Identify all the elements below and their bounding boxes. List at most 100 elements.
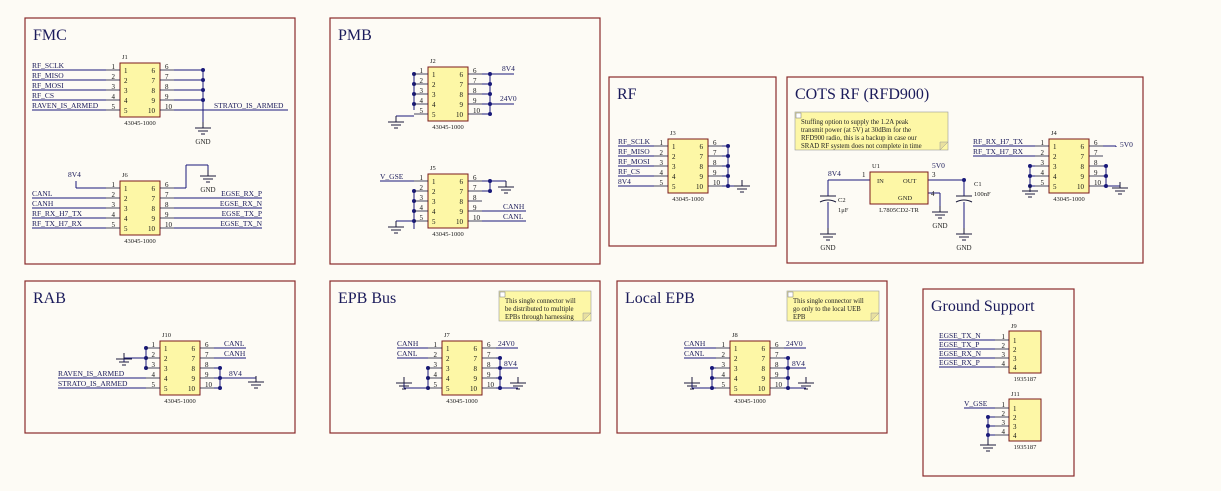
net-label: RAVEN_IS_ARMED — [58, 369, 125, 378]
pin-number: 6 — [713, 139, 717, 147]
net-label: EGSE_TX_P — [222, 209, 262, 218]
ref-designator: J8 — [732, 332, 738, 339]
pin-number: 2 — [164, 355, 168, 363]
pin-number: 5 — [660, 179, 664, 187]
pin-number: 4 — [672, 173, 676, 181]
pin-number: 2 — [124, 195, 128, 203]
pin-number: 10 — [470, 385, 478, 393]
pin-number: 4 — [434, 371, 438, 379]
pin-number: 8 — [152, 205, 156, 213]
part-value: 43045-1000 — [1053, 196, 1084, 203]
net-label: CANH — [684, 339, 706, 348]
pin-number: 5 — [420, 107, 424, 115]
pin-number: 6 — [460, 71, 464, 79]
pin-number: 10 — [205, 381, 213, 389]
pin-number: 8 — [775, 361, 779, 369]
pin-number: 4 — [1002, 360, 1006, 368]
pin-number: 4 — [420, 204, 424, 212]
ref-designator: J1 — [122, 54, 128, 61]
pin-number: 9 — [205, 371, 209, 379]
regulator-body — [869, 171, 929, 205]
pin-name: OUT — [903, 178, 916, 185]
pin-name: IN — [877, 178, 884, 185]
net-label: RF_MISO — [32, 71, 64, 80]
pin-number: 4 — [1002, 428, 1006, 436]
pin-number: 1 — [1002, 401, 1006, 409]
pin-number: 3 — [164, 365, 168, 373]
net-label: 8V4 — [504, 359, 517, 368]
pin-number: 1 — [124, 67, 128, 75]
pin-number: 6 — [487, 341, 491, 349]
ref-designator: J3 — [670, 130, 676, 137]
pin-number: 10 — [148, 107, 156, 115]
pin-number: 3 — [112, 83, 116, 91]
pin-number: 4 — [734, 375, 738, 383]
pin-number: 4 — [152, 371, 156, 379]
frame-ground-title: Ground Support — [931, 298, 1035, 315]
pin-number: 6 — [165, 181, 169, 189]
ground-label: GND — [200, 186, 215, 194]
pin-number: 2 — [1013, 414, 1017, 422]
pin-number: 7 — [1094, 149, 1098, 157]
net-label: RF_MISO — [618, 147, 650, 156]
frame-rab-title: RAB — [33, 290, 66, 307]
part-value: 1935187 — [1014, 376, 1038, 383]
net-label: EGSE_TX_N — [220, 219, 262, 228]
pin-number: 8 — [713, 159, 717, 167]
pin-number: 10 — [148, 225, 156, 233]
pin-number: 2 — [152, 351, 156, 359]
pin-number: 3 — [1002, 419, 1006, 427]
pin-number: 1 — [420, 174, 424, 182]
pin-number: 8 — [192, 365, 196, 373]
note-text: Stuffing option to supply the 1.2A peak — [801, 119, 909, 126]
pin-number: 3 — [434, 361, 438, 369]
pin-number: 5 — [1053, 183, 1057, 191]
net-label: 24V0 — [498, 339, 515, 348]
pin-number: 2 — [434, 351, 438, 359]
note-marker-icon — [787, 291, 794, 298]
pin-number: 7 — [473, 184, 477, 192]
pin-number: 2 — [432, 188, 436, 196]
net-label: 24V0 — [786, 339, 803, 348]
net-label: RF_CS — [32, 91, 54, 100]
pin-number: 9 — [460, 208, 464, 216]
pin-number: 4 — [124, 215, 128, 223]
pin-number: 5 — [432, 218, 436, 226]
part-value: 43045-1000 — [124, 238, 155, 245]
pin-number: 5 — [112, 103, 116, 111]
part-value: 43045-1000 — [672, 196, 703, 203]
pin-number: 9 — [165, 211, 169, 219]
part-value: 43045-1000 — [432, 231, 463, 238]
pin-number: 3 — [420, 194, 424, 202]
ref-designator: J11 — [1011, 391, 1020, 398]
ref-designator: J4 — [1051, 130, 1058, 137]
pin-number: 9 — [165, 93, 169, 101]
net-label: 24V0 — [500, 94, 517, 103]
ground-label: GND — [956, 244, 971, 252]
net-label: CANL — [397, 349, 418, 358]
pin-number: 7 — [460, 81, 464, 89]
note-rfd900 — [794, 111, 949, 151]
part-value: 43045-1000 — [432, 124, 463, 131]
part-value: 100nF — [974, 191, 991, 198]
pin-number: 8 — [165, 201, 169, 209]
connector-body — [1008, 398, 1042, 442]
pin-number: 4 — [722, 371, 726, 379]
pin-number: 4 — [1013, 432, 1017, 440]
pin-number: 5 — [446, 385, 450, 393]
note-text: RFD900 radio, this is a backup in case o… — [801, 135, 917, 142]
net-label: 8V4 — [828, 169, 841, 178]
pin-number: 2 — [1002, 342, 1006, 350]
net-label: RF_TX_H7_RX — [32, 219, 83, 228]
note-text: This single connector will — [505, 298, 576, 305]
pin-number: 7 — [700, 153, 704, 161]
part-value: 43045-1000 — [446, 398, 477, 405]
pin-number: 1 — [124, 185, 128, 193]
pin-number: 10 — [456, 218, 464, 226]
pin-number: 4 — [1041, 169, 1045, 177]
pin-number: 4 — [124, 97, 128, 105]
pin-number: 3 — [432, 91, 436, 99]
net-label: CANL — [503, 212, 524, 221]
ground-label: GND — [195, 138, 210, 146]
